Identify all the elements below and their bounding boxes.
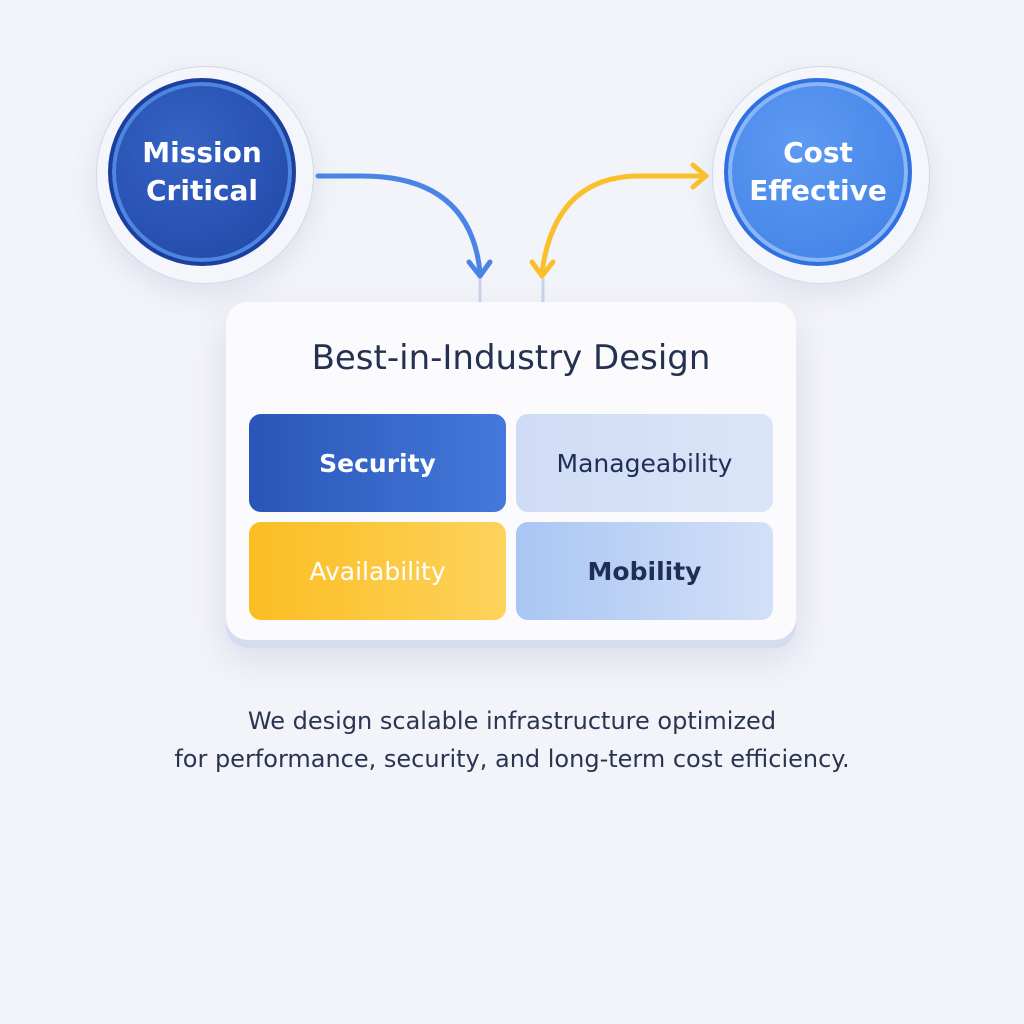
yellow-arrowhead-right-icon bbox=[690, 162, 709, 190]
caption: We design scalable infrastructure optimi… bbox=[0, 702, 1024, 778]
mission-critical-line1: Mission bbox=[142, 136, 262, 169]
tile-mobility: Mobility bbox=[516, 522, 773, 620]
mission-critical-line2: Critical bbox=[145, 174, 259, 207]
tile-manageability: Manageability bbox=[516, 414, 773, 512]
caption-line2: for performance, security, and long-term… bbox=[174, 745, 850, 773]
tile-availability: Availability bbox=[249, 522, 506, 620]
caption-line1: We design scalable infrastructure optimi… bbox=[247, 707, 777, 735]
yellow-arrowhead-down-icon bbox=[529, 259, 556, 279]
cost-effective-line2: Effective bbox=[749, 174, 887, 207]
yellow-arrow bbox=[539, 173, 707, 275]
tile-security: Security bbox=[249, 414, 506, 512]
design-card: Best-in-Industry Design Security Managea… bbox=[226, 302, 796, 640]
cost-effective-line1: Cost bbox=[783, 136, 853, 169]
blue-arrowhead-icon bbox=[466, 259, 493, 279]
blue-arrow bbox=[315, 173, 483, 275]
card-title: Best-in-Industry Design bbox=[311, 338, 711, 378]
